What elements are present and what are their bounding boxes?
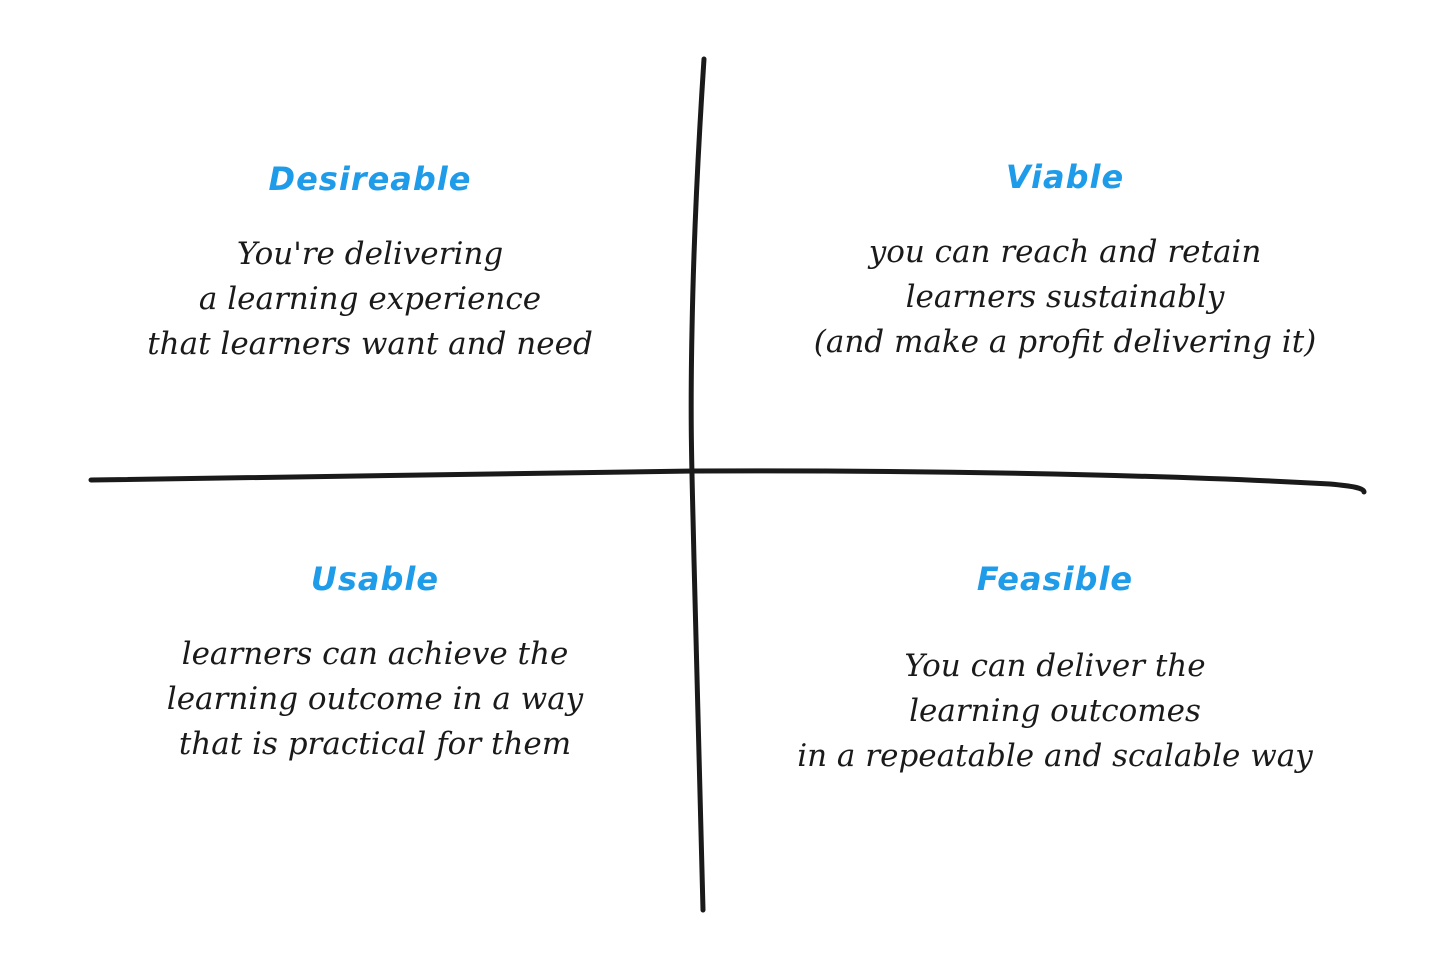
description-line: you can reach and retain [868,234,1262,270]
description-line: learners sustainably [905,279,1225,315]
description-line: a learning experience [198,281,542,317]
quadrant-description: You're delivering a learning experience … [120,232,620,367]
quadrant-description: you can reach and retain learners sustai… [780,230,1350,365]
description-line: in a repeatable and scalable way [797,738,1313,774]
quadrant-title: Viable [1005,158,1125,196]
quadrant-description: learners can achieve the learning outcom… [120,632,630,767]
description-line: learning outcomes [909,693,1201,729]
description-line: learners can achieve the [181,636,569,672]
quadrant-usable: Usable learners can achieve the learning… [120,560,630,767]
quadrant-title: Desireable [268,160,472,198]
quadrant-title: Usable [310,560,440,598]
description-line: You're delivering [236,236,504,272]
quadrant-desirable: Desireable You're delivering a learning … [120,160,620,367]
description-line: You can deliver the [904,648,1206,684]
quadrant-title: Feasible [976,560,1134,598]
quadrant-feasible: Feasible You can deliver the learning ou… [770,560,1340,779]
description-line: that learners want and need [147,326,593,362]
description-line: that is practical for them [178,726,572,762]
description-line: (and make a profit delivering it) [813,324,1317,360]
horizontal-axis [88,468,1367,495]
quadrant-description: You can deliver the learning outcomes in… [770,644,1340,779]
quadrant-viable: Viable you can reach and retain learners… [780,158,1350,365]
vertical-axis [688,56,707,913]
description-line: learning outcome in a way [166,681,584,717]
